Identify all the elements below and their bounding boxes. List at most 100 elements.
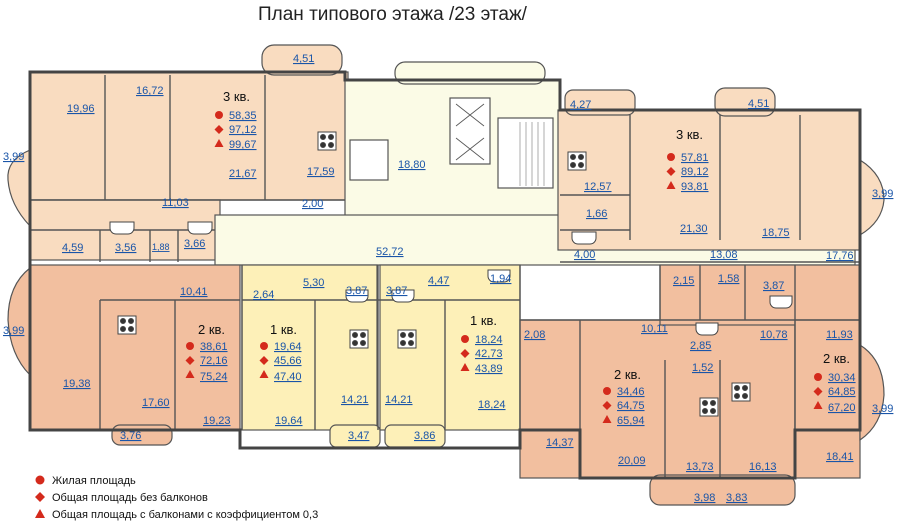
legend-item: Общая площадь с балконами с коэффициенто… (52, 509, 318, 521)
living-area-value: 57,81 (681, 152, 709, 164)
total-area-value: 72,16 (200, 355, 228, 367)
stove-icon (349, 329, 369, 349)
bathtub-icon (345, 289, 369, 303)
balcony-area-value: 65,94 (617, 415, 645, 427)
legend-item: Жилая площадь (52, 475, 136, 487)
area-label: 18,41 (826, 451, 854, 463)
balcony-2kv-bottom (649, 474, 796, 506)
apartment-info: 1 кв. 18,24 42,73 43,89 (460, 313, 503, 375)
living-area-value: 34,46 (617, 386, 645, 398)
area-label: 13,73 (686, 461, 714, 473)
area-label: 10,41 (180, 286, 208, 298)
bathtub-icon (695, 322, 719, 336)
plan-title: План типового этажа /23 этаж/ (258, 4, 528, 25)
total-area-value: 64,85 (828, 386, 856, 398)
living-area-marker (667, 153, 675, 161)
balcony-area-value: 99,67 (229, 139, 257, 151)
area-label: 4,51 (293, 53, 314, 65)
area-label: 3,66 (184, 238, 205, 250)
area-label: 3,99 (872, 188, 893, 200)
living-area-value: 18,24 (475, 334, 503, 346)
apartment-info: 2 кв. 38,61 72,16 75,24 (185, 322, 228, 383)
total-area-value: 45,66 (274, 355, 302, 367)
living-area-marker (814, 373, 822, 381)
area-label: 10,11 (641, 323, 668, 335)
apartment-label: 2 кв. (198, 322, 225, 337)
area-label: 4,00 (574, 249, 595, 261)
living-area-marker (215, 111, 223, 119)
area-label: 52,72 (376, 246, 404, 258)
area-label: 3,87 (763, 280, 784, 292)
balcony-area-marker (666, 181, 676, 189)
apartment-label: 3 кв. (676, 127, 703, 142)
balcony-area-marker (460, 363, 470, 371)
stove-icon (567, 151, 587, 171)
area-label: 4,51 (748, 98, 769, 110)
area-label: 18,80 (398, 159, 426, 171)
area-label: 19,38 (63, 378, 91, 390)
total-area-marker (214, 125, 224, 134)
total-area-value: 97,12 (229, 124, 257, 136)
area-label: 3,87 (386, 285, 407, 297)
area-label: 13,08 (710, 249, 738, 261)
area-label: 14,21 (385, 394, 413, 406)
area-label: 4,47 (428, 275, 449, 287)
total-area-marker (813, 387, 823, 396)
area-label: 10,78 (760, 329, 788, 341)
fixtures (109, 131, 793, 417)
balcony-area-value: 93,81 (681, 181, 709, 193)
living-area-value: 19,64 (274, 341, 302, 353)
area-label: 3,83 (726, 492, 747, 504)
room-2kv-right-top (659, 264, 861, 326)
elevator-shaft (449, 97, 491, 165)
living-area-marker (603, 387, 611, 395)
area-label: 3,56 (115, 242, 136, 254)
room-3kv-right (557, 109, 861, 251)
staircase (497, 117, 554, 189)
total-area-value: 89,12 (681, 166, 709, 178)
apartment-info: 2 кв. 34,46 64,75 65,94 (602, 367, 645, 427)
balcony-area-marker (185, 370, 195, 378)
balcony-area-value: 75,24 (200, 371, 228, 383)
area-label: 3,99 (3, 151, 24, 163)
apartment-label: 3 кв. (223, 89, 250, 104)
bathtub-icon (487, 269, 511, 283)
balcony-area-marker (259, 370, 269, 378)
legend-circle-icon (35, 475, 45, 485)
area-label: 1,88 (152, 242, 170, 252)
bathtub-icon (391, 289, 415, 303)
area-label: 14,37 (546, 437, 574, 449)
balcony-area-value: 47,40 (274, 371, 302, 383)
room-3kv-left (29, 71, 349, 201)
living-area-value: 30,34 (828, 372, 856, 384)
area-label: 2,08 (524, 329, 545, 341)
apartment-label: 2 кв. (823, 351, 850, 366)
balcony-2kv-right-side (859, 343, 885, 442)
balcony-area-marker (813, 401, 823, 409)
area-label: 1,66 (586, 208, 607, 220)
area-label: 21,67 (229, 168, 257, 180)
apartment-label: 2 кв. (614, 367, 641, 382)
area-label: 4,59 (62, 242, 83, 254)
living-area-value: 38,61 (200, 341, 228, 353)
area-label: 3,98 (694, 492, 715, 504)
area-label: 17,76 (826, 250, 854, 262)
area-label: 3,99 (872, 403, 893, 415)
living-area-marker (186, 342, 194, 350)
stove-icon (699, 397, 719, 417)
stove-icon (397, 329, 417, 349)
living-area-marker (461, 335, 469, 343)
area-label: 1,58 (718, 273, 739, 285)
area-label: 2,64 (253, 289, 274, 301)
area-label: 11,03 (162, 197, 189, 209)
area-label: 3,47 (348, 430, 369, 442)
balcony-3kv-left-side (7, 149, 31, 228)
area-label: 3,87 (346, 285, 367, 297)
stair-lift-core (349, 97, 554, 189)
area-label: 3,76 (120, 430, 141, 442)
legend-item: Общая площадь без балконов (52, 492, 208, 504)
apartment-info: 3 кв. 58,35 97,12 99,67 (214, 89, 257, 151)
balcony-area-marker (214, 139, 224, 147)
area-label: 16,13 (749, 461, 777, 473)
area-labels: 4,51 16,72 19,96 17,59 21,67 2,00 11,03 … (3, 53, 893, 504)
